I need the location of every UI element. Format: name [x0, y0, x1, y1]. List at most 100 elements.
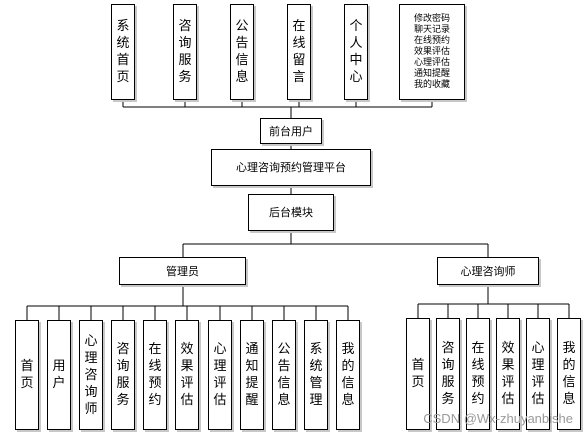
char: 信 [341, 376, 355, 391]
char: 师 [84, 401, 98, 417]
char: 理 [84, 350, 98, 366]
char: 服 [178, 53, 192, 68]
admin-box: 管理员 [119, 257, 246, 285]
admin-module-my-info: 我的信息 [336, 320, 360, 430]
admin-module-consulting-label: 咨询服务 [116, 341, 129, 409]
char: 的 [341, 359, 355, 374]
counselor-module-consulting: 咨询服务 [436, 318, 460, 430]
char: 询 [84, 384, 98, 400]
char: 的 [562, 358, 576, 373]
top-module-consulting-label: 咨询服务 [178, 18, 191, 86]
char: 系 [309, 342, 323, 357]
counselor-module-consulting-label: 咨询服务 [441, 340, 454, 408]
counselor-module-my-info: 我的信息 [557, 318, 581, 430]
char: 询 [178, 36, 192, 51]
char: 服 [116, 376, 130, 391]
extra-line-1: 修改密码 [413, 13, 450, 24]
char: 在 [471, 341, 485, 356]
char: 评 [501, 375, 515, 390]
char: 效 [501, 341, 515, 356]
admin-module-psych-eval-label: 心理评估 [213, 341, 226, 409]
counselor-module-home-label: 首页 [411, 357, 424, 391]
counselor-module-effect-eval: 效果评估 [496, 318, 520, 430]
char: 息 [277, 393, 291, 408]
platform-box: 心理咨询预约管理平台 [211, 149, 371, 186]
top-module-personal: 个人中心 [344, 4, 368, 100]
top-module-home: 系统首页 [111, 4, 135, 100]
char: 首 [20, 359, 34, 374]
char: 估 [180, 393, 194, 408]
char: 留 [292, 53, 306, 68]
admin-module-users-label: 用户 [52, 358, 65, 392]
char: 评 [180, 376, 194, 391]
char: 线 [471, 358, 485, 373]
top-module-consulting: 咨询服务 [173, 4, 197, 100]
top-module-notices: 公告信息 [230, 4, 254, 100]
char: 效 [180, 342, 194, 357]
char: 公 [235, 19, 249, 34]
counselor-label: 心理咨询师 [460, 264, 516, 278]
char: 信 [235, 53, 249, 68]
admin-module-system: 系统管理 [304, 320, 328, 430]
counselor-module-booking-label: 在线预约 [471, 340, 484, 408]
char: 个 [349, 19, 363, 34]
admin-module-booking: 在线预约 [143, 320, 167, 430]
char: 果 [501, 358, 515, 373]
char: 信 [277, 376, 291, 391]
counselor-box: 心理咨询师 [437, 257, 539, 285]
backend-box: 后台模块 [248, 194, 334, 231]
char: 估 [531, 392, 545, 407]
char: 首 [116, 53, 130, 68]
admin-module-my-info-label: 我的信息 [341, 341, 354, 409]
counselor-module-home: 首页 [406, 318, 430, 430]
top-module-personal-label: 个人中心 [349, 18, 362, 86]
admin-module-users: 用户 [47, 320, 71, 430]
admin-module-counselors: 心理咨询师 [79, 320, 103, 430]
top-module-home-label: 系统首页 [116, 18, 129, 86]
char: 估 [501, 392, 515, 407]
admin-module-system-label: 系统管理 [309, 341, 322, 409]
char: 页 [20, 376, 34, 391]
char: 统 [309, 359, 323, 374]
char: 在 [148, 342, 162, 357]
char: 系 [116, 19, 130, 34]
counselor-module-psych-eval: 心理评估 [526, 318, 550, 430]
char: 咨 [84, 367, 98, 383]
char: 通 [245, 342, 259, 357]
top-module-messages-label: 在线留言 [292, 18, 305, 86]
char: 醒 [245, 393, 259, 408]
admin-module-notices-label: 公告信息 [277, 341, 290, 409]
char: 公 [277, 342, 291, 357]
admin-module-booking-label: 在线预约 [148, 341, 161, 409]
char: 预 [148, 376, 162, 391]
extra-line-5: 心理评估 [413, 57, 450, 68]
char: 务 [116, 393, 130, 408]
char: 约 [471, 392, 485, 407]
char: 务 [441, 392, 455, 407]
frontend-user-label: 前台用户 [269, 124, 313, 138]
admin-module-reminders: 通知提醒 [240, 320, 264, 430]
extra-line-6: 通知提醒 [413, 68, 450, 79]
char: 页 [411, 375, 425, 390]
admin-label: 管理员 [166, 264, 199, 278]
char: 人 [349, 36, 363, 51]
char: 息 [235, 70, 249, 85]
admin-module-psych-eval: 心理评估 [208, 320, 232, 430]
top-module-notices-label: 公告信息 [235, 18, 248, 86]
char: 中 [349, 53, 363, 68]
char: 言 [292, 70, 306, 85]
char: 页 [116, 70, 130, 85]
admin-module-consulting: 咨询服务 [111, 320, 135, 430]
char: 务 [178, 70, 192, 85]
char: 心 [531, 341, 545, 356]
char: 在 [292, 19, 306, 34]
char: 息 [341, 393, 355, 408]
char: 询 [116, 359, 130, 374]
char: 知 [245, 359, 259, 374]
admin-module-effect-eval: 效果评估 [175, 320, 199, 430]
extra-line-3: 在线预约 [413, 35, 450, 46]
admin-module-counselors-label: 心理咨询师 [84, 333, 97, 418]
char: 估 [213, 393, 227, 408]
char: 线 [292, 36, 306, 51]
